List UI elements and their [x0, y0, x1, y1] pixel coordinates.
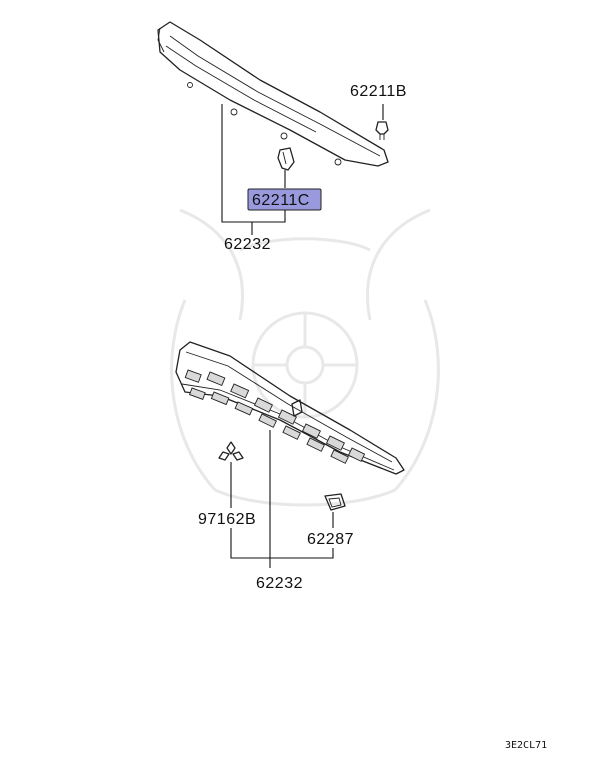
lower-leader-lines: [230, 430, 334, 568]
label-lower-62232: 62232: [256, 575, 303, 592]
diagram-code: 3E2CL71: [505, 740, 547, 751]
clip-62211b-part: [375, 121, 389, 140]
highlight-box: [247, 188, 322, 211]
watermark-emblem: [170, 208, 440, 507]
label-62287: 62287: [307, 531, 354, 548]
ornament-62287-part: [324, 493, 346, 511]
label-62211c: 62211C: [252, 192, 310, 209]
emblem-97162b-part: [218, 441, 244, 461]
label-97162b: 97162B: [198, 511, 256, 528]
label-upper-62232: 62232: [224, 236, 271, 253]
upper-bar-part: [157, 21, 389, 167]
label-62211b: 62211B: [350, 83, 407, 100]
clip-62211c-part: [277, 147, 295, 171]
upper-leader-lines: [221, 104, 384, 235]
grille-part: [175, 341, 405, 475]
